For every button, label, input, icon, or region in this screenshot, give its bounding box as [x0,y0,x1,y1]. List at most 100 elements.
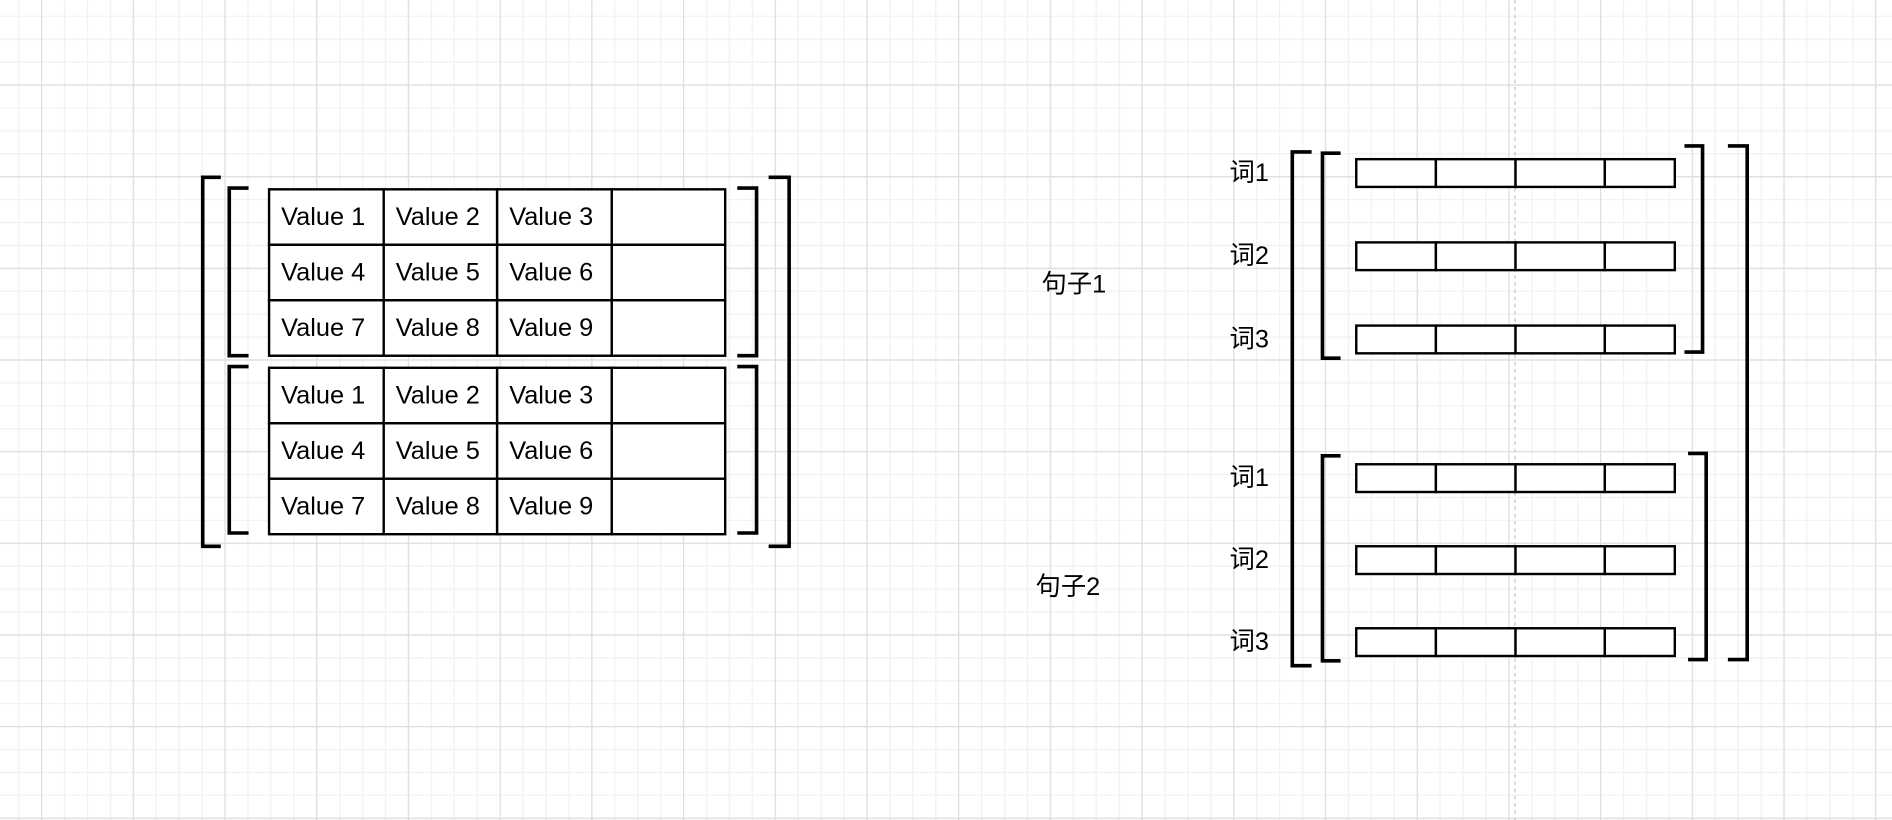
word-vector-row: 词2 [1230,545,1677,576]
sentence-label[interactable]: 句子1 [1042,270,1107,298]
cell-text: Value 6 [509,437,593,465]
table-row: Value 1 Value 2 Value 3 [267,188,727,246]
vector-cell[interactable] [1603,545,1677,576]
word-label[interactable]: 词2 [1230,546,1269,574]
sentence-1-bracket-left[interactable] [1320,151,1341,360]
vector-cell[interactable] [1355,324,1438,355]
sentence-2-bracket-right[interactable] [1688,451,1708,662]
sentence-label[interactable]: 句子2 [1035,573,1100,601]
vector-cell[interactable] [1603,463,1677,494]
cell-text: Value 1 [281,203,365,231]
word-vector[interactable] [1355,157,1677,189]
table-1-bracket-right[interactable] [737,186,759,358]
outer-bracket-left[interactable] [1290,150,1312,668]
vector-cell[interactable] [1514,627,1607,658]
table-1-bracket-left[interactable] [227,186,249,358]
word-vector[interactable] [1355,545,1677,576]
vector-cell[interactable] [1355,241,1438,272]
cell-text: Value 4 [281,437,365,465]
table-cell[interactable] [495,366,613,425]
table-cell[interactable] [382,299,499,357]
cell-text: Value 9 [509,492,593,520]
vector-cell[interactable] [1603,241,1677,272]
cell-text: Value 3 [509,203,593,231]
table-cell[interactable] [610,477,727,536]
word-label[interactable]: 词3 [1230,628,1269,656]
outer-bracket-left[interactable] [200,175,221,549]
word-vector-row: 词3 [1230,627,1677,658]
cell-text: Value 3 [509,381,593,409]
vector-cell[interactable] [1434,545,1517,576]
table-cell[interactable] [495,243,613,302]
sentence-1-bracket-right[interactable] [1684,144,1705,354]
vector-cell[interactable] [1514,157,1607,189]
cell-text: Value 9 [509,314,593,342]
vector-cell[interactable] [1434,241,1517,272]
table-row: Value 7 Value 8 Value 9 [267,477,727,536]
outer-bracket-right[interactable] [768,175,791,549]
word-vector[interactable] [1355,463,1677,494]
outer-bracket-right[interactable] [1727,144,1750,662]
cell-text: Value 5 [396,437,480,465]
word-label[interactable]: 词1 [1230,159,1269,187]
table-cell[interactable] [382,366,499,425]
cell-text: Value 7 [281,314,365,342]
vector-cell[interactable] [1514,463,1607,494]
vector-cell[interactable] [1603,157,1677,189]
vector-cell[interactable] [1603,324,1677,355]
vector-cell[interactable] [1603,627,1677,658]
word-label[interactable]: 词2 [1230,242,1269,270]
cell-text: Value 4 [281,258,365,286]
vector-cell[interactable] [1514,241,1607,272]
sentence-group-2: 句子2 词1 词2 词3 [1035,463,1677,658]
vector-cell[interactable] [1514,324,1607,355]
vector-cell[interactable] [1434,463,1517,494]
table-cell[interactable] [382,243,499,302]
vector-cell[interactable] [1355,627,1438,658]
sentence-2-bracket-left[interactable] [1320,454,1341,663]
table-cell[interactable] [267,366,385,425]
word-vector[interactable] [1355,627,1677,658]
value-table-2[interactable]: Value 1 Value 2 Value 3 Value 4 Value 5 Value… [267,366,727,536]
table-2-bracket-left[interactable] [227,364,249,535]
table-cell[interactable] [267,299,385,357]
table-cell[interactable] [267,422,385,480]
table-cell[interactable] [610,188,727,246]
cell-text: Value 6 [509,258,593,286]
vector-cell[interactable] [1514,545,1607,576]
word-vector-row: 词1 [1230,463,1677,494]
vector-cell[interactable] [1434,324,1517,355]
word-label[interactable]: 词3 [1230,325,1269,353]
table-cell[interactable] [610,299,727,357]
table-cell[interactable] [495,299,613,357]
vector-cell[interactable] [1434,157,1517,189]
vector-cell[interactable] [1355,545,1438,576]
table-cell[interactable] [610,366,727,425]
table-cell[interactable] [610,243,727,302]
word-vector-row: 词3 [1230,324,1677,355]
cell-text: Value 7 [281,492,365,520]
sentence-group-1: 句子1 词1 词2 词3 [1042,157,1677,355]
word-vector[interactable] [1355,324,1677,355]
cell-text: Value 2 [396,203,480,231]
word-vector[interactable] [1355,241,1677,272]
table-cell[interactable] [610,422,727,480]
cell-text: Value 1 [281,381,365,409]
cell-text: Value 2 [396,381,480,409]
table-2-bracket-right[interactable] [737,364,759,535]
word-label[interactable]: 词1 [1230,464,1269,492]
vector-cell[interactable] [1434,627,1517,658]
table-cell[interactable] [267,188,385,246]
vector-cell[interactable] [1355,157,1438,189]
table-cell[interactable] [382,477,499,536]
table-row: Value 1 Value 2 Value 3 [267,366,727,425]
vector-cell[interactable] [1355,463,1438,494]
right-matrix: 句子1 词1 词2 词3 句子2 词1 词2 词3 [1035,144,1750,668]
cell-text: Value 8 [396,492,480,520]
table-cell[interactable] [495,422,613,480]
